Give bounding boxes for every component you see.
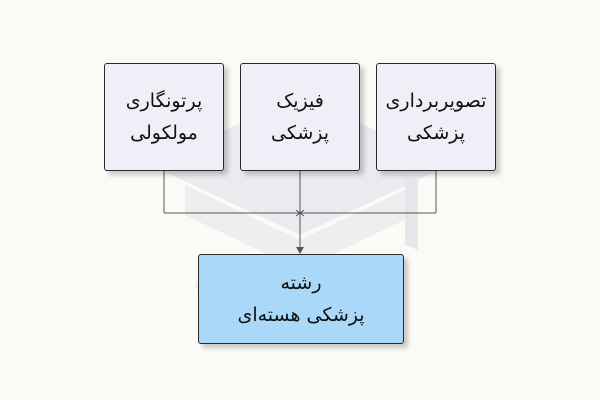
box-nuclear-medicine: رشته پزشکی هسته‌ای (198, 254, 404, 344)
box-medical-physics-line-2: پزشکی (270, 122, 330, 144)
junction-mark (295, 209, 305, 217)
box-molecular-imaging-line-1: پرتونگاری (125, 90, 203, 112)
box-medical-physics: فیزیک پزشکی (240, 63, 360, 171)
box-medical-imaging-line-1: تصویربرداری (385, 90, 487, 112)
box-medical-imaging: تصویربرداری پزشکی (376, 63, 496, 171)
box-medical-physics-line-1: فیزیک (276, 90, 324, 112)
box-molecular-imaging: پرتونگاری مولکولی (104, 63, 224, 171)
box-medical-imaging-line-2: پزشکی (406, 122, 466, 144)
box-molecular-imaging-line-2: مولکولی (130, 122, 198, 144)
arrowhead-icon (296, 247, 304, 254)
box-nuclear-medicine-line-1: رشته (280, 272, 322, 294)
box-nuclear-medicine-line-2: پزشکی هسته‌ای (237, 304, 365, 326)
